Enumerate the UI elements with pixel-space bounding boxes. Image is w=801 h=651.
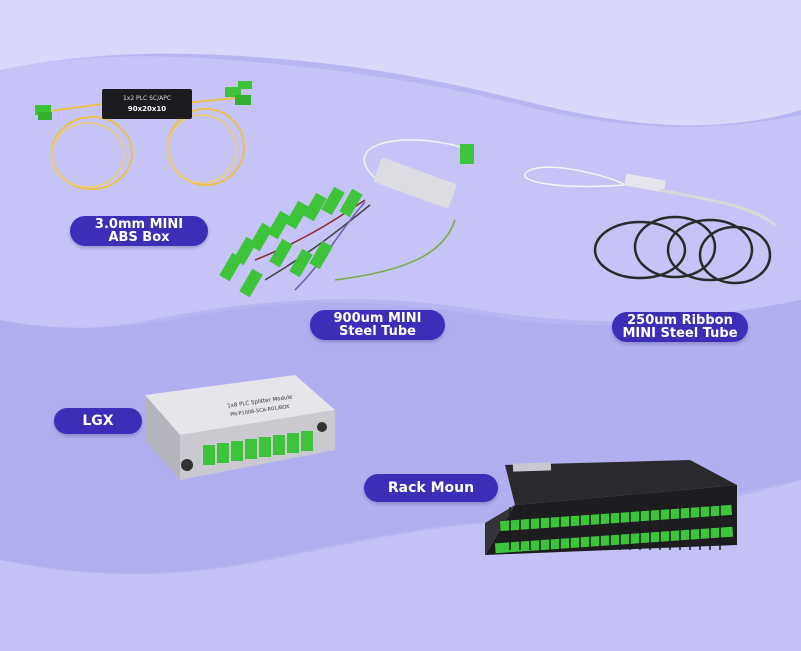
steel-tube-900-product-image <box>219 139 474 298</box>
ribbon-250-label-line2: MINI Steel Tube <box>622 326 738 341</box>
rack-mount-label-text: Rack Moun <box>387 479 475 496</box>
lgx-label-text: LGX <box>82 412 114 429</box>
abs-box-label-line2: ABS Box <box>108 230 170 245</box>
steel-tube-900-label-line1: 900um MINI <box>333 311 422 326</box>
ribbon-250-label-line1: 250um Ribbon <box>627 313 733 328</box>
ribbon-250-product-image <box>524 166 776 285</box>
steel-tube-900-label: 900um MINI Steel Tube <box>310 310 445 340</box>
abs-box-label: 3.0mm MINI ABS Box <box>70 216 208 246</box>
rack-mount-label: Rack Moun <box>364 474 498 502</box>
lgx-product-image: 1x8 PLC Splitter Module PN:P1008-SCA-R01… <box>145 375 335 480</box>
abs-box-product-image: 1x2 PLC SC/APC 90x20x10 <box>35 81 252 190</box>
steel-tube-900-label-line2: Steel Tube <box>338 324 416 339</box>
lgx-label: LGX <box>54 408 142 434</box>
ribbon-250-label: 250um Ribbon MINI Steel Tube <box>612 312 748 342</box>
abs-box-device-text-2: 90x20x10 <box>128 105 166 113</box>
abs-box-label-line1: 3.0mm MINI <box>94 217 184 232</box>
abs-box-device-text-1: 1x2 PLC SC/APC <box>123 95 171 102</box>
rack-mount-product-image <box>485 460 737 555</box>
